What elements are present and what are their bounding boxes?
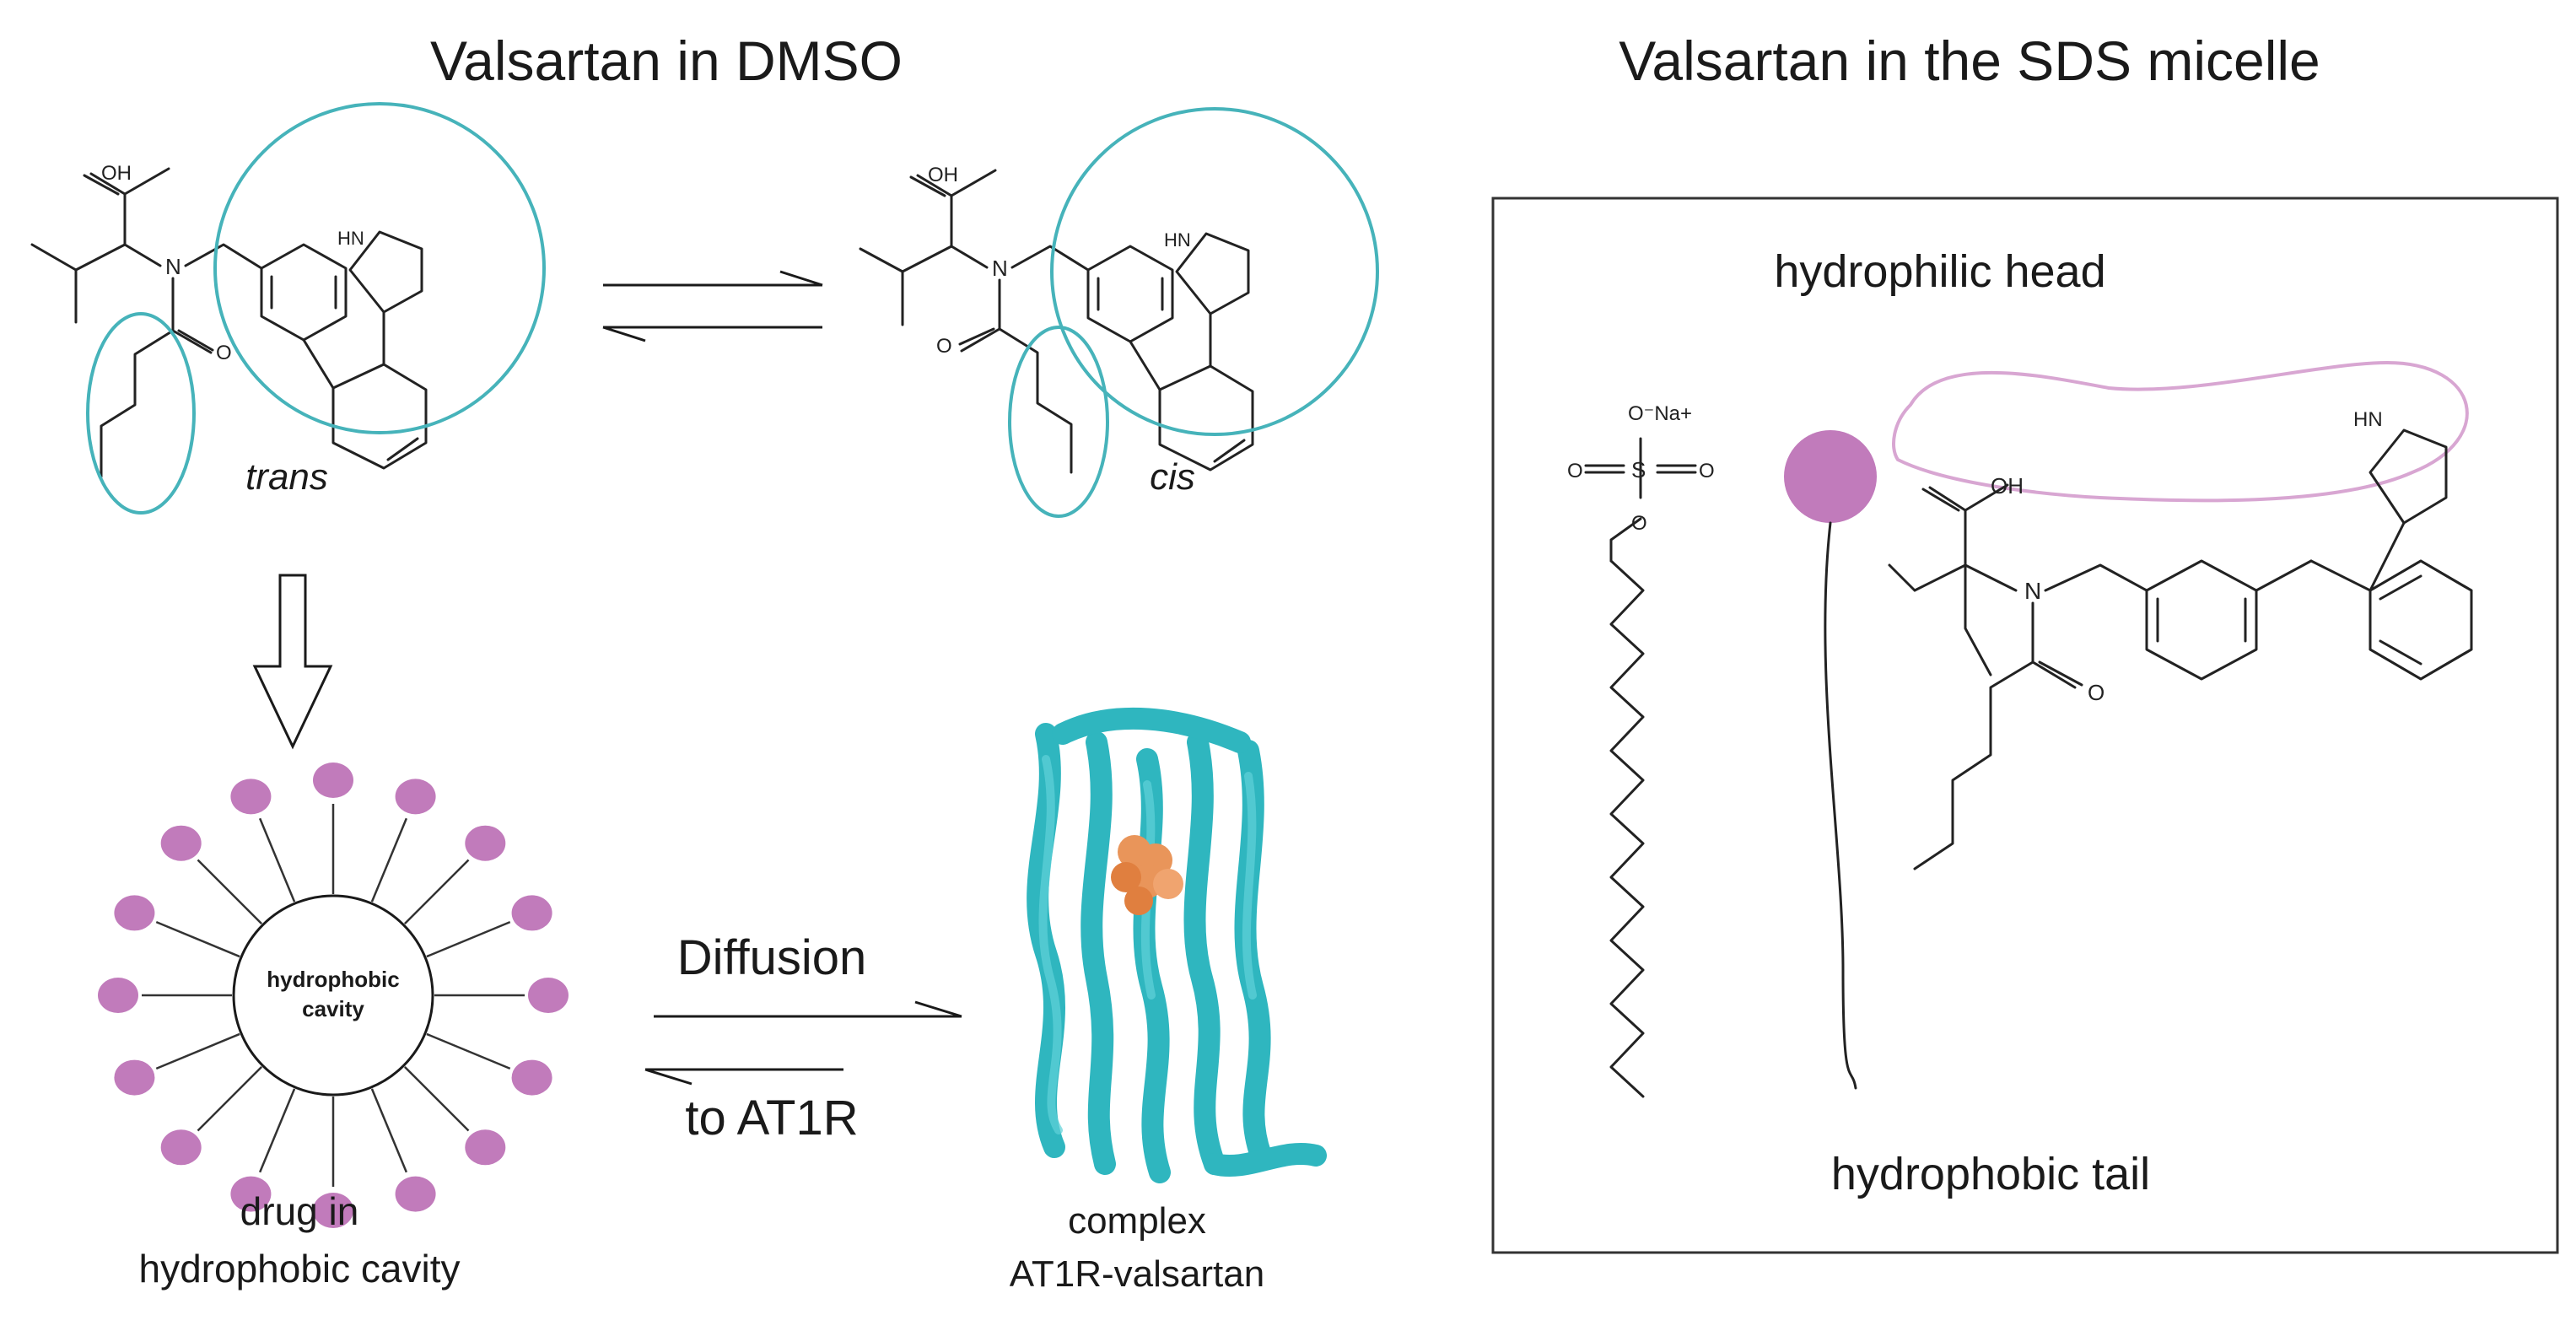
sds-oxygen-left-label: O [1567,460,1583,482]
micelle-tail-line [370,1088,408,1173]
micelle-head-icon [465,1129,506,1166]
complex-caption-line2: AT1R-valsartan [1010,1253,1264,1295]
micelle-head-icon [114,895,155,931]
micelle-tail-line [155,1032,240,1070]
tetrazole-hn-label: HN [337,228,364,249]
title-dmso: Valsartan in DMSO [430,30,903,92]
micelle-tail-line [197,859,263,925]
valsartan-trans-structure: OH N O HN [30,162,428,478]
sds-sulfur-label: S [1631,457,1646,482]
carboxyl-oh-label: OH [101,162,132,185]
sds-valsartan-hn-label: HN [2353,408,2383,431]
micelle-head-icon [230,779,272,815]
valsartan-ligand-spheres [1111,835,1183,915]
micelle-head-icon [528,978,569,1013]
micelle-head-icon [160,1129,202,1166]
sds-oxygen-right-label: O [1699,460,1715,482]
cis-amide-o-label: O [936,335,952,358]
hydrophobic-cavity-circle [232,894,434,1097]
to-at1r-label: to AT1R [685,1091,858,1145]
micelle-tail-line [426,1032,511,1070]
micelle-caption-line1: drug in [240,1189,359,1233]
sds-sulfonate-label: O⁻Na+ [1628,402,1692,425]
micelle-head-icon [313,762,353,798]
micelle-head-icon [395,1176,436,1212]
micelle-caption-line2: hydrophobic cavity [139,1247,461,1291]
micelle-head-icon [230,1176,272,1212]
hollow-down-arrow-icon [252,574,333,750]
cavity-label-line2: cavity [302,996,364,1021]
butyl-chain-highlight-trans [86,312,196,515]
hydrophobic-tail-label: hydrophobic tail [1831,1149,2150,1199]
micelle-tail-line [258,1088,296,1173]
cis-tetrazole-hn-label: HN [1164,229,1191,251]
sds-micelle-diagram: hydrophobic cavity [98,762,569,1228]
amide-o-label: O [216,342,232,364]
trans-label: trans [245,456,328,498]
surfactant-tail-line [1824,521,1857,1090]
title-sds-micelle: Valsartan in the SDS micelle [1619,30,2320,92]
hydrophilic-head-label: hydrophilic head [1774,246,2105,297]
micelle-head-icon [511,1059,552,1096]
micelle-tail-line [197,1065,263,1132]
micelle-tail-line [403,859,470,925]
micelle-head-icon [395,779,436,815]
surfactant-head-icon [1784,430,1877,523]
biphenyl-tetrazole-highlight-cis [1050,107,1379,436]
sds-micelle-panel [1491,197,2559,1254]
sds-valsartan-n-label: N [2024,578,2041,604]
cis-label: cis [1150,456,1195,498]
polar-region-highlight [1892,360,2469,503]
micelle-tail-line [370,817,408,903]
sds-valsartan-o-label: O [2088,680,2104,705]
micelle-head-icon [98,978,138,1013]
biphenyl-tetrazole-highlight-trans [213,102,546,434]
cavity-label-line1: hydrophobic [267,967,399,992]
cis-amide-n-label: N [992,256,1008,281]
sds-ester-oxygen-label: O [1631,512,1647,535]
equilibrium-arrows-icon [602,270,823,342]
at1r-protein-ribbon [1027,707,1327,1183]
butyl-chain-highlight-cis [1008,326,1109,518]
micelle-head-icon [465,825,506,861]
micelle-tail-line [258,817,296,903]
micelle-tail-line [426,920,511,958]
micelle-head-icon [511,895,552,931]
micelle-tail-line [403,1065,470,1132]
valsartan-sds-structure: OH N O HN [1888,408,2473,870]
complex-caption-line1: complex [1068,1200,1206,1242]
valsartan-cis-structure: OH N O HN [859,164,1254,474]
amide-n-label: N [165,254,181,279]
diffusion-equilibrium-arrows-icon [644,1000,962,1086]
cis-carboxyl-oh-label: OH [928,164,958,186]
diffusion-label: Diffusion [677,930,867,985]
micelle-head-icon [114,1059,155,1096]
sds-molecule-structure: O⁻Na+ S O O O [1567,402,1715,1098]
micelle-head-icon [313,1193,353,1228]
micelle-tail-line [155,920,240,958]
sds-valsartan-oh-label: OH [1991,473,2024,498]
micelle-head-icon [160,825,202,861]
